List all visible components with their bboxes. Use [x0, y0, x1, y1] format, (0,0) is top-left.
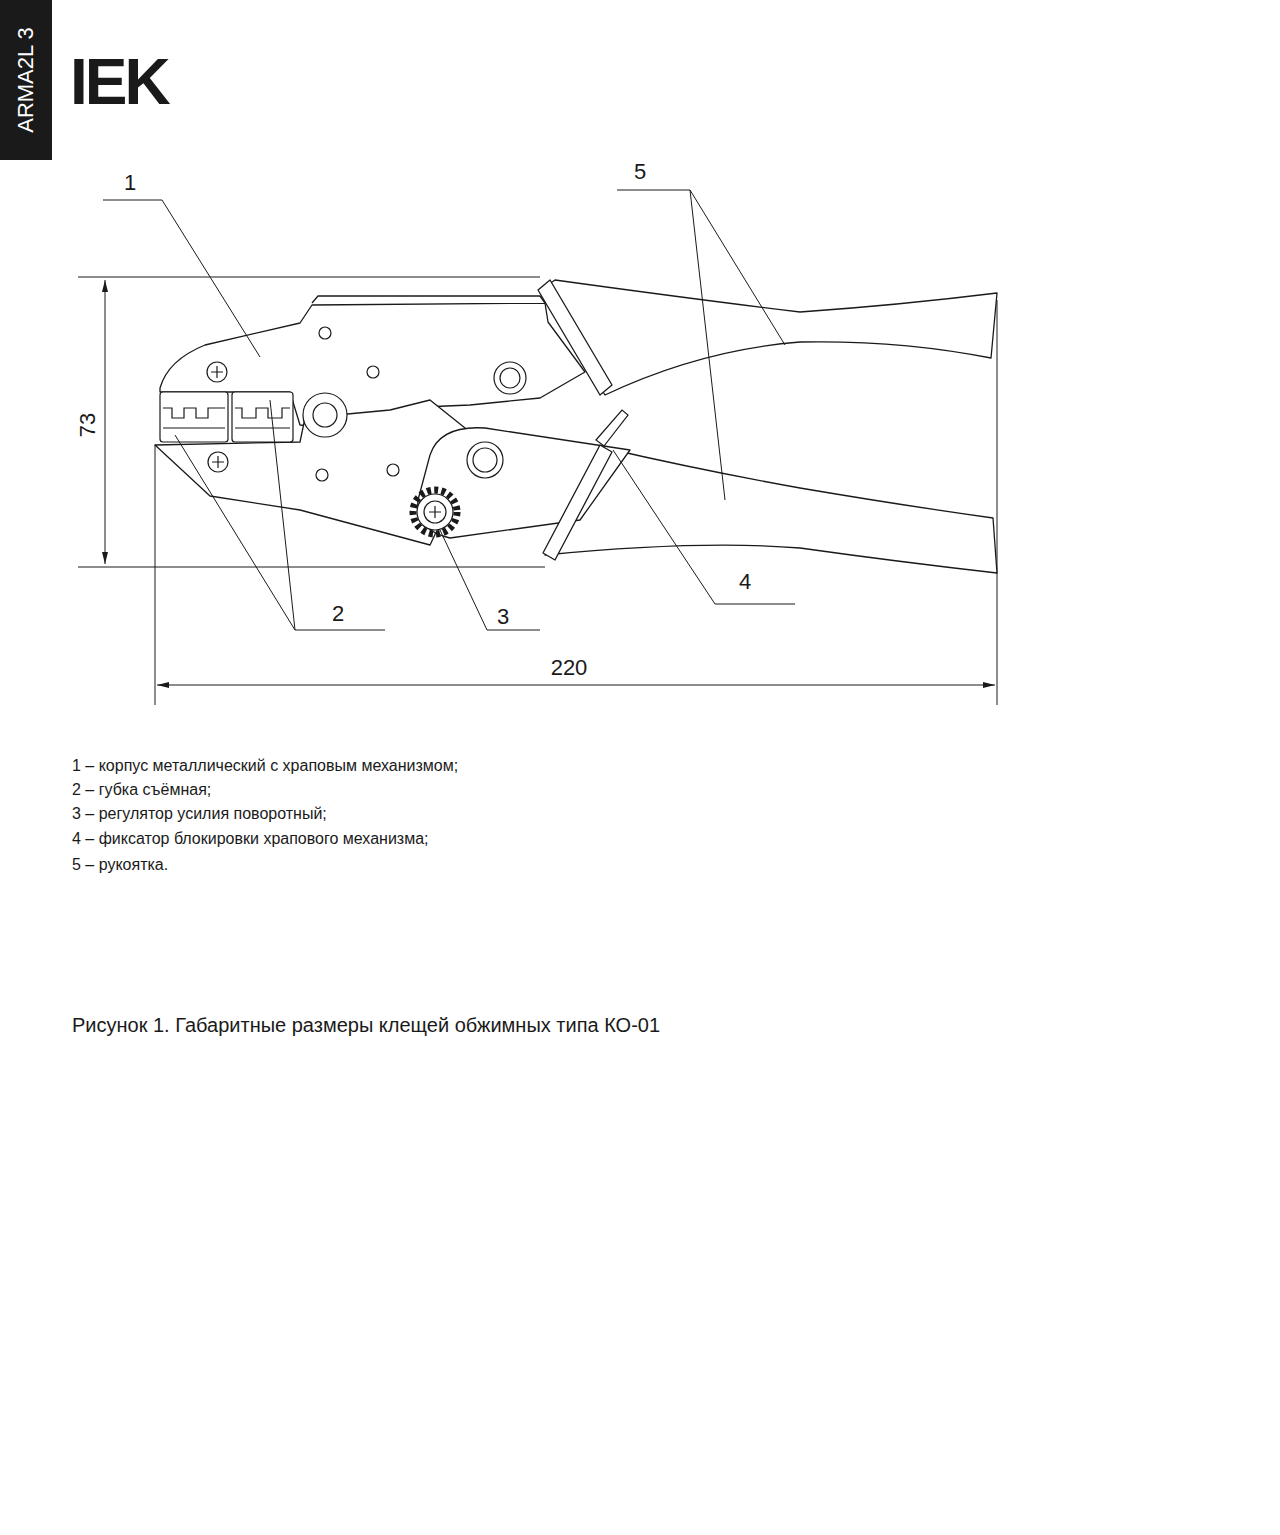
dimension-line — [78, 277, 540, 278]
leader-line — [440, 530, 540, 630]
pliers-outline — [312, 296, 545, 303]
leader-line — [617, 190, 785, 345]
leader-line — [103, 190, 795, 630]
leader-line — [613, 450, 795, 604]
pivot-hole — [473, 448, 497, 472]
figure-caption: Рисунок 1. Габаритные размеры клещей обж… — [72, 1014, 660, 1037]
screw — [208, 452, 228, 472]
brand-logo: IEK — [70, 46, 168, 120]
dimension-line — [155, 445, 156, 705]
crimp-jaws — [160, 392, 228, 442]
pivot-hole — [316, 469, 328, 481]
screw — [212, 456, 224, 468]
pivot-hole — [367, 366, 379, 378]
screw — [207, 362, 228, 472]
legend-line: 1 – корпус металлический с храповым меха… — [72, 757, 458, 775]
legend-line: 5 – рукоятка. — [72, 856, 168, 874]
legend-line: 2 – губка съёмная; — [72, 781, 211, 799]
callout-number: 4 — [739, 569, 751, 594]
doc-code: ARMA2L 3 — [13, 27, 38, 133]
force-regulator — [424, 501, 446, 523]
callout-number: 1 — [124, 170, 136, 195]
ratchet-lock — [596, 410, 628, 446]
pivot-hole — [319, 327, 331, 339]
crimp-jaws — [163, 427, 225, 428]
leader-line — [103, 200, 260, 357]
side-tab — [0, 0, 52, 160]
pivot-hole — [500, 368, 520, 388]
dimension-line — [997, 300, 998, 705]
force-regulator — [429, 506, 441, 518]
side-tab — [0, 0, 52, 160]
force-regulator — [413, 490, 457, 534]
pliers-outline — [155, 280, 997, 573]
callout-number: 2 — [332, 601, 344, 626]
crimp-jaws — [235, 427, 290, 428]
pivot-hole — [313, 403, 337, 427]
ratchet-lock — [596, 410, 628, 446]
force-regulator — [417, 494, 453, 530]
force-regulator — [413, 490, 457, 534]
callout-number: 3 — [497, 604, 509, 629]
pliers-outline — [538, 280, 612, 395]
pivot-hole — [303, 393, 347, 437]
leader-line — [175, 435, 385, 630]
dimension-line — [78, 277, 997, 705]
crimp-jaws — [160, 392, 293, 442]
pliers-outline — [540, 280, 997, 395]
legend-line: 3 – регулятор усилия поворотный; — [72, 805, 327, 823]
leader-line — [690, 190, 725, 500]
leader-line — [270, 400, 295, 630]
pivot-hole — [303, 327, 526, 481]
pliers-outline — [418, 428, 630, 538]
dimension-value: 73 — [75, 413, 100, 437]
dimension-line — [157, 685, 995, 686]
pliers-outline — [543, 445, 612, 560]
dimension-line — [78, 567, 545, 568]
pivot-hole — [494, 362, 526, 394]
legend-line: 4 – фиксатор блокировки храпового механи… — [72, 830, 429, 848]
screw — [207, 362, 227, 382]
crimp-jaws — [163, 408, 225, 418]
crimp-jaws — [232, 392, 293, 442]
callout-number: 5 — [634, 159, 646, 184]
dimension-value: 220 — [551, 655, 588, 680]
dimension-line — [105, 280, 106, 564]
pivot-hole — [387, 464, 399, 476]
screw — [211, 366, 223, 378]
crimp-jaws — [235, 408, 290, 418]
pivot-hole — [467, 442, 503, 478]
